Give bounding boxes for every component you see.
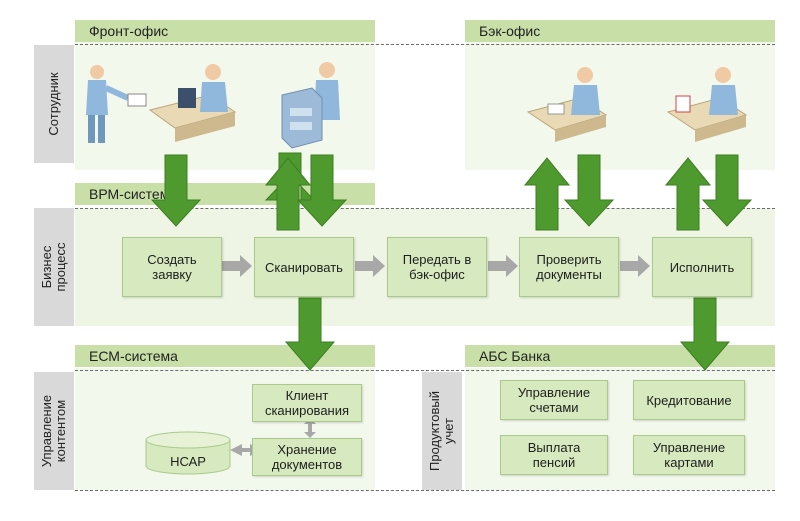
side-label-content-management: Управление контентом	[34, 372, 74, 490]
down-arrow	[679, 297, 731, 371]
side-label-product-accounting: Продуктовый учет	[422, 372, 462, 490]
up-arrow	[264, 157, 312, 231]
down-arrow	[701, 154, 753, 227]
flow-arrow	[222, 255, 252, 277]
flow-arrow	[355, 255, 385, 277]
database-cylinder-icon	[145, 431, 231, 475]
side-label-employee: Сотрудник	[34, 45, 74, 163]
separator-line	[75, 490, 775, 491]
up-arrow	[664, 157, 712, 231]
down-arrow	[563, 154, 615, 227]
step-transfer-back-office: Передать в бэк-офис	[387, 237, 487, 297]
up-arrow	[523, 157, 571, 231]
down-arrow	[150, 154, 202, 227]
employee-reviewing-documents-icon	[526, 67, 608, 142]
employee-at-computer-icon	[148, 64, 237, 142]
separator-line	[75, 44, 775, 45]
side-label-business-process: Бизнес процесс	[34, 208, 74, 326]
abs-card-management: Управление картами	[633, 435, 745, 475]
employee-handing-documents-icon	[86, 65, 147, 143]
employee-at-scanner-icon	[281, 62, 340, 149]
ecm-scan-client: Клиент сканирования	[252, 384, 362, 422]
back-office-header: Бэк-офис	[465, 20, 775, 42]
employee-processing-documents-icon	[666, 67, 748, 142]
ecm-document-storage: Хранение документов	[252, 438, 362, 476]
step-create-request: Создать заявку	[122, 237, 222, 297]
down-arrow	[296, 154, 348, 227]
separator-line	[75, 208, 775, 209]
step-scan: Сканировать	[254, 237, 354, 297]
abs-account-management: Управление счетами	[500, 380, 608, 420]
system-flow-arrows	[150, 152, 753, 371]
front-office-header: Фронт-офис	[75, 20, 375, 42]
flow-arrow	[304, 418, 316, 438]
flow-arrow	[488, 255, 518, 277]
down-arrow	[284, 297, 336, 371]
flow-arrow	[620, 255, 650, 277]
ecm-storage-db-label: НСАР	[170, 454, 206, 469]
abs-pension-payment: Выплата пенсий	[500, 435, 608, 475]
separator-line	[75, 370, 775, 371]
step-execute: Исполнить	[652, 237, 752, 297]
abs-lending: Кредитование	[633, 380, 745, 420]
step-check-documents: Проверить документы	[519, 237, 619, 297]
